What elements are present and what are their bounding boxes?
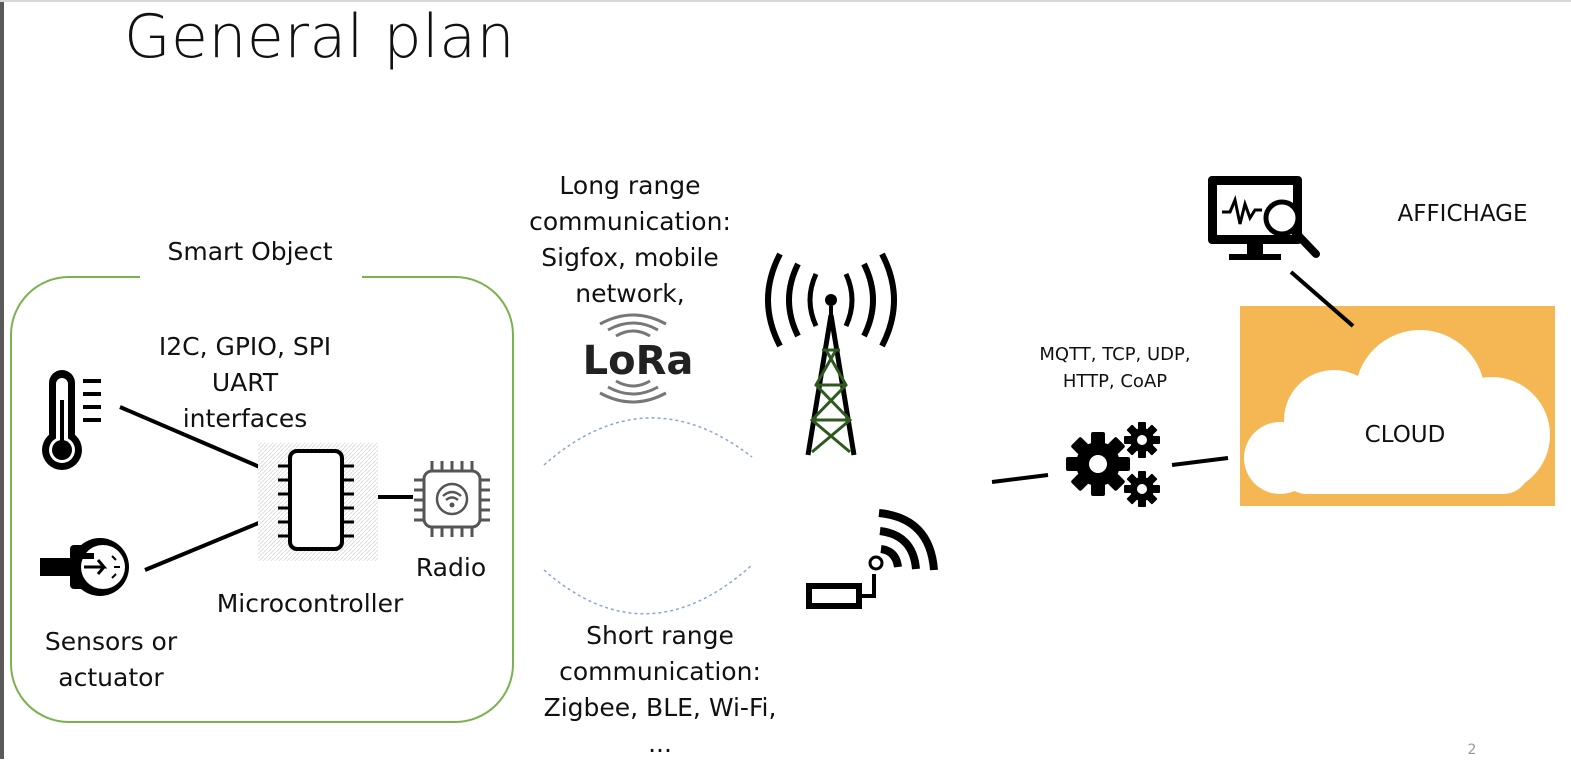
smart-object-label: Smart Object	[167, 237, 333, 266]
microcontroller-label: Microcontroller	[216, 589, 404, 618]
svg-text:LoRa: LoRa	[583, 338, 694, 384]
thermometer-icon	[42, 370, 101, 470]
protocols-label: MQTT, TCP, UDP, HTTP, CoAP	[1039, 344, 1191, 392]
sensors-label: Sensors or actuator	[44, 627, 178, 692]
interfaces-label: I2C, GPIO, SPI UART interfaces	[158, 332, 332, 433]
radio-label: Radio	[415, 553, 487, 582]
long-range-label: Long range communication: Sigfox, mobile…	[529, 171, 731, 308]
microcontroller-chip-icon	[258, 443, 378, 561]
lora-logo: LoRa	[583, 313, 694, 404]
dotted-link-arc-top	[543, 417, 753, 466]
page-title: General plan	[124, 2, 516, 72]
cell-tower-icon	[765, 252, 897, 456]
affichage-label: AFFICHAGE	[1397, 201, 1528, 227]
window-left-border	[0, 0, 4, 759]
cloud-label: CLOUD	[1364, 422, 1446, 448]
window-top-border	[0, 0, 1571, 2]
monitor-search-icon	[1208, 176, 1320, 260]
wifi-router-icon	[806, 509, 938, 609]
dotted-link-arc-bottom	[543, 564, 753, 615]
short-range-label: Short range communication: Zigbee, BLE, …	[543, 621, 777, 758]
actuator-icon	[40, 538, 129, 596]
radio-chip-icon	[414, 461, 490, 537]
gears-icon	[1066, 422, 1160, 507]
cloud-icon	[1244, 330, 1550, 494]
page-number: 2	[1467, 742, 1477, 758]
